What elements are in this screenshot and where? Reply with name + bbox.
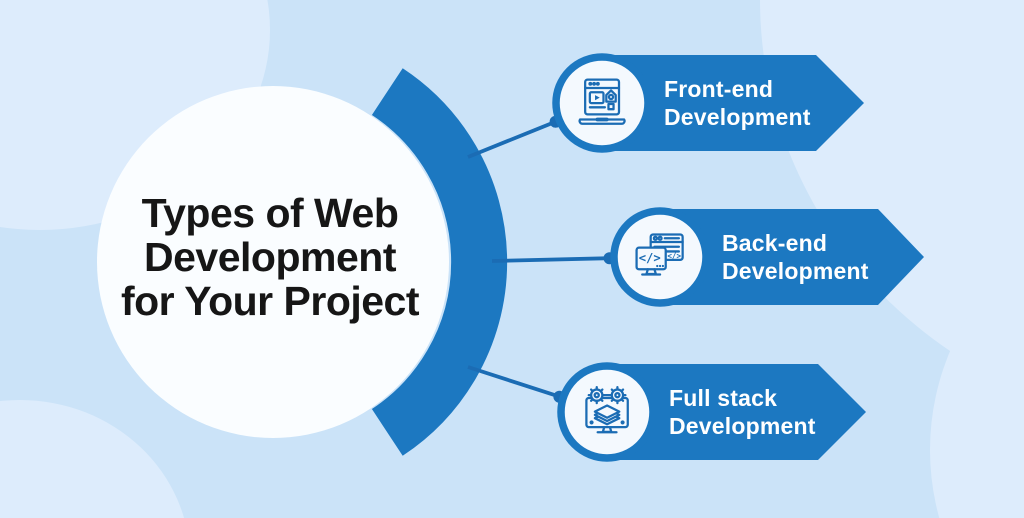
fullstack-gears-layers-icon (585, 386, 629, 434)
item-fullstack-graphic (557, 362, 866, 462)
backend-banner-arrow (660, 209, 924, 305)
hero-title-line-1: Types of Web (141, 190, 399, 236)
hero-circle (97, 86, 449, 438)
fullstack-label-line-1: Full stack (669, 385, 778, 411)
frontend-laptop-browser-icon (578, 78, 626, 125)
hero-title-line-3: for Your Project (120, 278, 420, 324)
item-fullstack: Full stack Development (555, 359, 870, 465)
frontend-label: Front-end Development (664, 76, 811, 131)
backend-label-line-1: Back-end (722, 230, 828, 256)
item-backend-graphic: </> </> (610, 207, 924, 307)
svg-text:</>: </> (667, 251, 681, 260)
hero-title-line-2: Development (144, 234, 396, 280)
item-frontend: Front-end Development (550, 50, 868, 156)
svg-text:</>: </> (639, 251, 661, 265)
hero-title: Types of Web Development for Your Projec… (90, 191, 450, 323)
backend-label-line-2: Development (722, 257, 869, 284)
backend-label: Back-end Development (722, 230, 869, 285)
fullstack-label-line-2: Development (669, 412, 816, 439)
fullstack-banner-arrow (607, 364, 866, 460)
item-backend: </> </> Back-end Development (608, 204, 928, 310)
fullstack-label: Full stack Development (669, 385, 816, 440)
frontend-label-line-1: Front-end (664, 76, 774, 102)
frontend-banner-arrow (602, 55, 864, 151)
backend-code-window-icon: </> </> (635, 233, 684, 276)
hero-crescent-arc (371, 68, 508, 456)
item-frontend-graphic (552, 53, 864, 153)
frontend-label-line-2: Development (664, 103, 811, 130)
